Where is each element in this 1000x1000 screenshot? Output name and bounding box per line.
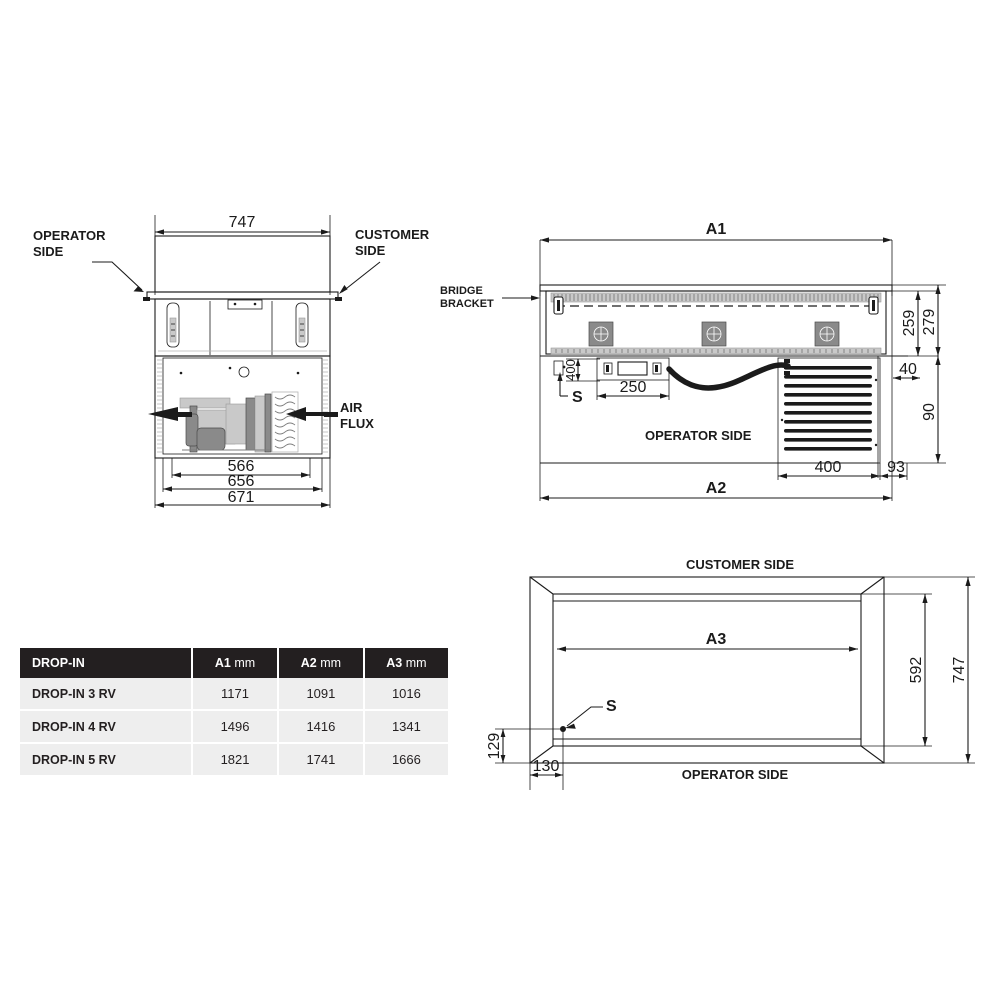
dim-129-label: 129 [486,733,503,760]
dim-a1: A1 [539,221,893,296]
dim-a2: A2 [539,478,893,501]
table-cell-a3: 1341 [363,710,448,744]
air-flux-label-line1: AIR [340,400,363,415]
table-cell-a1: 1821 [192,743,279,775]
view-front-section: A1 [440,221,946,501]
s-marker-top-label: S [606,698,617,715]
table-cell-model: DROP-IN 3 RV [20,678,194,711]
dim-400-height-label: 90 [921,403,938,421]
dim-279: 279 [892,284,946,356]
table-header-a2-label: A2 [300,656,317,670]
table-cell-a3: 1666 [363,743,448,775]
spec-table: DROP-IN A1 mm A2 mm A3 mm DROP-IN 3 RV 1… [20,648,448,775]
table-row: DROP-IN 5 RV 1821 1741 1666 [20,743,448,775]
dim-250-label: 250 [620,379,647,396]
dim-a2-label: A2 [706,480,727,497]
table-header-a1: A1 mm [192,648,279,678]
dim-747-top-label: 747 [951,657,968,684]
dim-a3: A3 [557,631,858,652]
bridge-bracket-label-line1: BRIDGE [440,285,483,297]
dim-90: 400 [563,358,600,382]
dim-279-label: 279 [921,309,938,336]
table-cell-model: DROP-IN 4 RV [20,710,194,744]
dim-747-label: 747 [229,214,256,231]
top-operator-side-label: OPERATOR SIDE [682,767,789,782]
dim-747: 747 [154,214,331,295]
table-cell-a2: 1416 [277,710,365,744]
s-bracket: S [553,360,583,406]
dim-671-label: 671 [228,489,255,506]
bottom-grille-hatch [555,349,875,353]
dim-259-label: 259 [901,310,918,337]
dim-130: 130 [529,729,564,790]
operator-side-label-line1: OPERATOR [33,228,106,243]
customer-side-label-line1: CUSTOMER [355,227,430,242]
dim-40-label: 40 [899,361,917,378]
table-cell-model: DROP-IN 5 RV [20,743,194,775]
table-row: DROP-IN 3 RV 1171 1091 1016 [20,678,448,711]
table-header-a3-unit: mm [402,656,427,670]
dim-747-top: 747 [884,576,975,764]
s-marker-top: S [560,698,617,732]
view-top: CUSTOMER SIDE A3 592 [486,557,975,790]
dim-93: 93 [880,459,908,480]
dim-400-height: 90 [892,356,946,464]
dim-566-label: 566 [228,458,255,475]
refrigeration-unit [179,391,299,453]
view-side-section: 747 [33,214,430,508]
table-cell-a3: 1016 [363,678,448,711]
dim-130-label: 130 [533,758,560,775]
table-header-a3: A3 mm [363,648,448,678]
s-marker-front: S [572,389,583,406]
table-header-model: DROP-IN [20,648,194,678]
dim-259: 259 [892,290,938,357]
air-flux-arrow-right [286,407,338,421]
operator-side-label-line2: SIDE [33,244,64,259]
bracket-right [295,302,309,348]
condenser-grille [777,357,881,464]
dim-592: 592 [861,593,932,747]
air-flux-arrow-left [148,407,192,421]
dim-656: 656 [162,458,323,492]
operator-side-leader [92,261,144,292]
fan-unit-3 [814,321,840,347]
table-header-model-label: DROP-IN [32,656,85,670]
table-header-a1-unit: mm [230,656,256,670]
dim-592-label: 592 [908,657,925,684]
dim-656-label: 656 [228,473,255,490]
table-header-a1-label: A1 [214,656,231,670]
table-header-a3-label: A3 [386,656,403,670]
control-panel [596,357,670,381]
dim-400-width-label: 400 [815,459,842,476]
table-cell-a1: 1496 [192,710,279,744]
customer-side-leader [339,261,381,294]
dim-93-label: 93 [887,459,905,476]
power-cable [666,362,791,391]
bracket-left [166,302,180,348]
dim-90-label: 400 [563,359,578,381]
table-cell-a2: 1741 [277,743,365,775]
table-header-a2-unit: mm [316,656,342,670]
table-header-a2: A2 mm [277,648,365,678]
dim-a3-label: A3 [706,631,727,648]
dim-400-width: 400 [777,459,881,480]
table-row: DROP-IN 4 RV 1496 1416 1341 [20,710,448,744]
bridge-bracket-leader [502,295,540,301]
table-cell-a1: 1171 [192,678,279,711]
dim-566: 566 [171,458,311,478]
dim-40: 40 [893,361,920,381]
dim-a1-label: A1 [706,221,727,238]
table-cell-a2: 1091 [277,678,365,711]
dim-250: 250 [596,379,670,400]
customer-side-label-line2: SIDE [355,243,386,258]
air-flux-label-line2: FLUX [340,416,374,431]
dim-129: 129 [486,728,565,764]
bridge-bracket-label-line2: BRACKET [440,298,494,310]
dim-671: 671 [154,458,331,508]
front-operator-side-label: OPERATOR SIDE [645,428,752,443]
fan-unit-2 [701,321,727,347]
fan-unit-1 [588,321,614,347]
top-customer-side-label: CUSTOMER SIDE [686,557,794,572]
table-header-row: DROP-IN A1 mm A2 mm A3 mm [20,648,448,678]
